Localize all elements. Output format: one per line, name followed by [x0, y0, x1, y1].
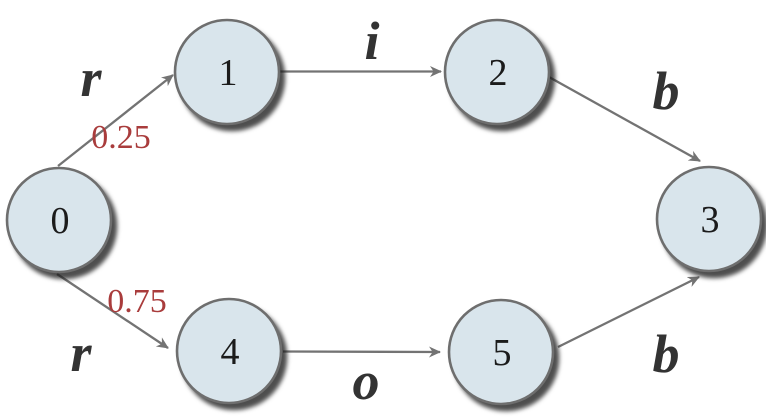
probability-label-0-4: 0.75 — [107, 283, 167, 320]
edge-0-4: r 0.75 — [56, 273, 169, 383]
edge-5-3: b — [557, 275, 700, 384]
node-2-circle — [443, 18, 551, 126]
node-0-label: 0 — [51, 200, 70, 242]
edge-line-0-4 — [56, 273, 169, 349]
edge-label-0-1: r — [80, 48, 102, 108]
node-4-circle — [175, 297, 283, 405]
edge-label-0-4: r — [70, 323, 92, 383]
node-5-circle — [447, 298, 555, 406]
node-0-circle — [5, 166, 113, 274]
edge-line-5-3 — [557, 275, 700, 349]
node-3-circle — [655, 165, 763, 273]
edge-0-1: r 0.25 — [57, 48, 174, 167]
edge-1-2: i — [280, 11, 442, 77]
edge-label-1-2: i — [364, 11, 379, 71]
node-2-label: 2 — [489, 52, 508, 94]
node-4-label: 4 — [221, 331, 240, 373]
edge-label-5-3: b — [653, 324, 680, 384]
edge-line-0-1 — [57, 74, 174, 167]
node-5-label: 5 — [493, 332, 512, 374]
edge-4-5: o — [282, 346, 441, 411]
probability-label-0-1: 0.25 — [91, 119, 151, 156]
edge-line-2-3 — [548, 75, 701, 163]
node-1: 1 — [173, 18, 281, 126]
node-4: 4 — [175, 297, 283, 405]
edge-label-2-3: b — [653, 61, 680, 121]
edge-line-4-5 — [282, 346, 441, 358]
edge-label-4-5: o — [353, 351, 380, 411]
edge-2-3: b — [548, 61, 701, 163]
node-0: 0 — [5, 166, 113, 274]
node-1-circle — [173, 18, 281, 126]
node-3-label: 3 — [701, 199, 720, 241]
node-3: 3 — [655, 165, 763, 273]
node-1-label: 1 — [219, 52, 238, 94]
node-5: 5 — [447, 298, 555, 406]
node-2: 2 — [443, 18, 551, 126]
